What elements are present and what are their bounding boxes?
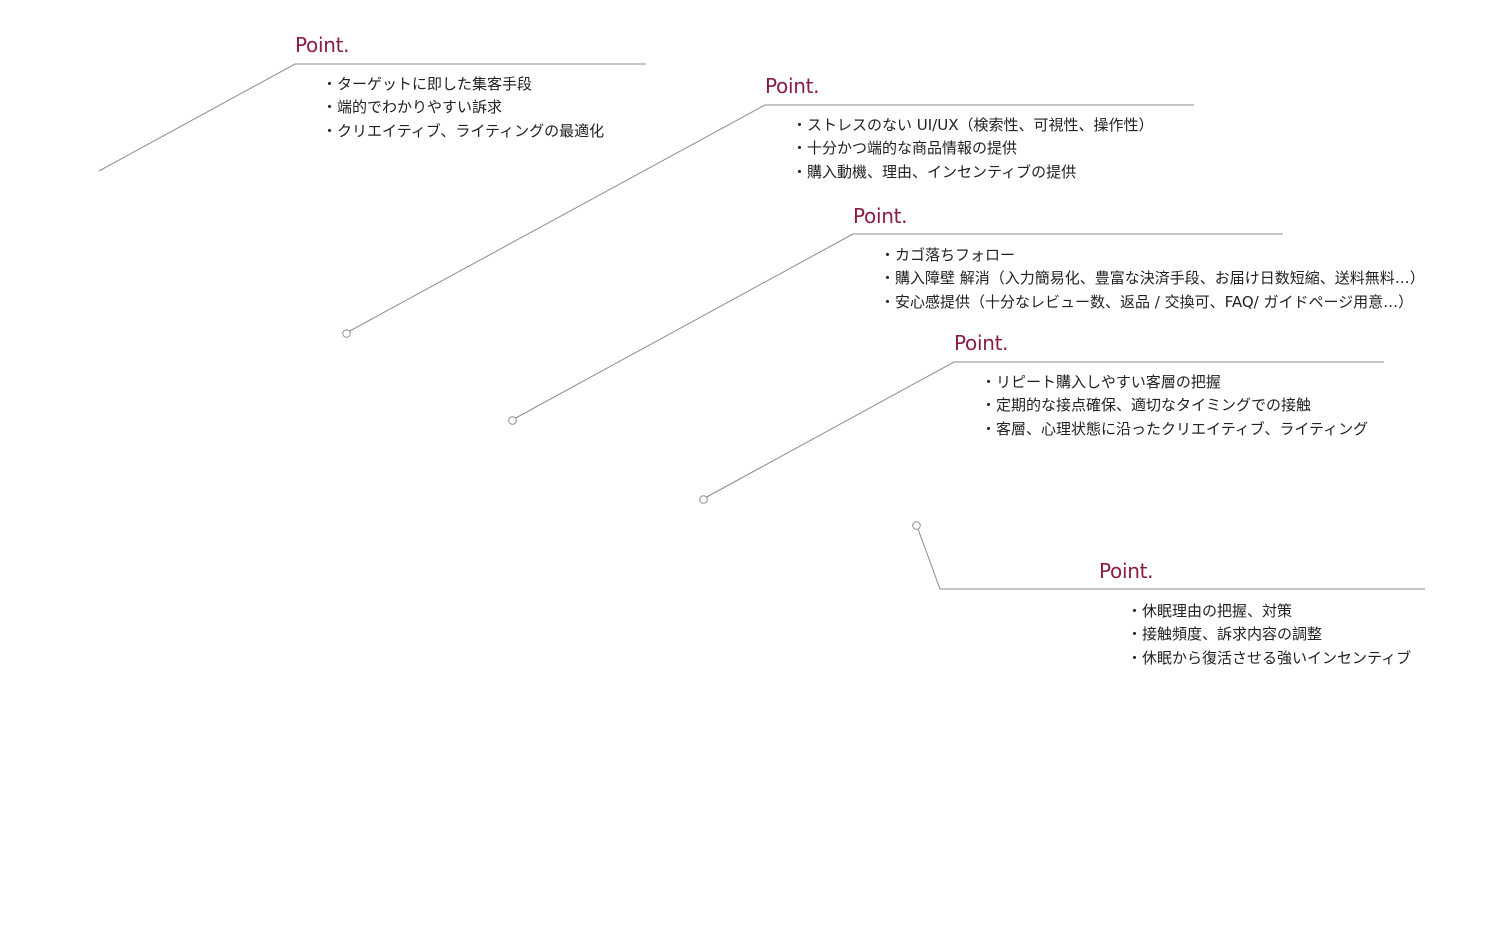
point-list-item: ・ストレスのない UI/UX（検索性、可視性、操作性） xyxy=(792,116,1154,134)
point-list-item: ・端的でわかりやすい訴求 xyxy=(322,98,503,117)
connector-line-2 xyxy=(345,104,1194,334)
point-list-item: ・カゴ落ちフォロー xyxy=(880,246,1016,264)
point-list: ・リピート購入しやすい客層の把握 ・定期的な接点確保、適切なタイミングでの接触 … xyxy=(981,371,1368,441)
point-list-item: ・クリエイティブ、ライティングの最適化 xyxy=(322,121,605,140)
connector-node-3 xyxy=(508,416,517,425)
connector-node-5 xyxy=(912,521,921,530)
point-list-item: ・休眠理由の把握、対策 xyxy=(1127,602,1293,620)
point-list: ・ターゲットに即した集客手段 ・端的でわかりやすい訴求 ・クリエイティブ、ライテ… xyxy=(322,73,604,143)
connector-line-1 xyxy=(98,63,646,172)
point-list-item: ・接触頻度、訴求内容の調整 xyxy=(1127,625,1323,644)
point-title: Point. xyxy=(295,33,350,57)
connector-node-2 xyxy=(342,329,351,338)
point-title: Point. xyxy=(1099,559,1154,583)
point-list-item: ・客層、心理状態に沿ったクリエイティブ、ライティング xyxy=(981,419,1369,438)
point-list-item: ・定期的な接点確保、適切なタイミングでの接触 xyxy=(981,396,1312,415)
point-list: ・カゴ落ちフォロー ・購入障壁 解消（入力簡易化、豊富な決済手段、お届け日数短縮… xyxy=(880,244,1425,314)
point-title: Point. xyxy=(954,331,1009,355)
point-list-item: ・安心感提供（十分なレビュー数、返品 / 交換可、FAQ/ ガイドページ用意…） xyxy=(880,292,1414,311)
point-title: Point. xyxy=(765,74,820,98)
point-list: ・休眠理由の把握、対策 ・接触頻度、訴求内容の調整 ・休眠から復活させる強いイン… xyxy=(1127,600,1411,670)
point-list-item: ・ターゲットに即した集客手段 xyxy=(322,75,533,93)
point-list: ・ストレスのない UI/UX（検索性、可視性、操作性） ・十分かつ端的な商品情報… xyxy=(792,114,1153,184)
connector-line-3 xyxy=(511,233,1283,421)
connector-node-4 xyxy=(699,495,708,504)
point-list-item: ・購入動機、理由、インセンティブの提供 xyxy=(792,162,1077,181)
connector-line-4 xyxy=(702,361,1384,500)
point-list-item: ・休眠から復活させる強いインセンティブ xyxy=(1127,648,1412,667)
point-list-item: ・購入障壁 解消（入力簡易化、豊富な決済手段、お届け日数短縮、送料無料…） xyxy=(880,269,1425,288)
connector-line-5 xyxy=(917,528,1425,590)
point-list-item: ・リピート購入しやすい客層の把握 xyxy=(981,373,1221,391)
point-title: Point. xyxy=(853,204,908,228)
point-list-item: ・十分かつ端的な商品情報の提供 xyxy=(792,139,1018,158)
